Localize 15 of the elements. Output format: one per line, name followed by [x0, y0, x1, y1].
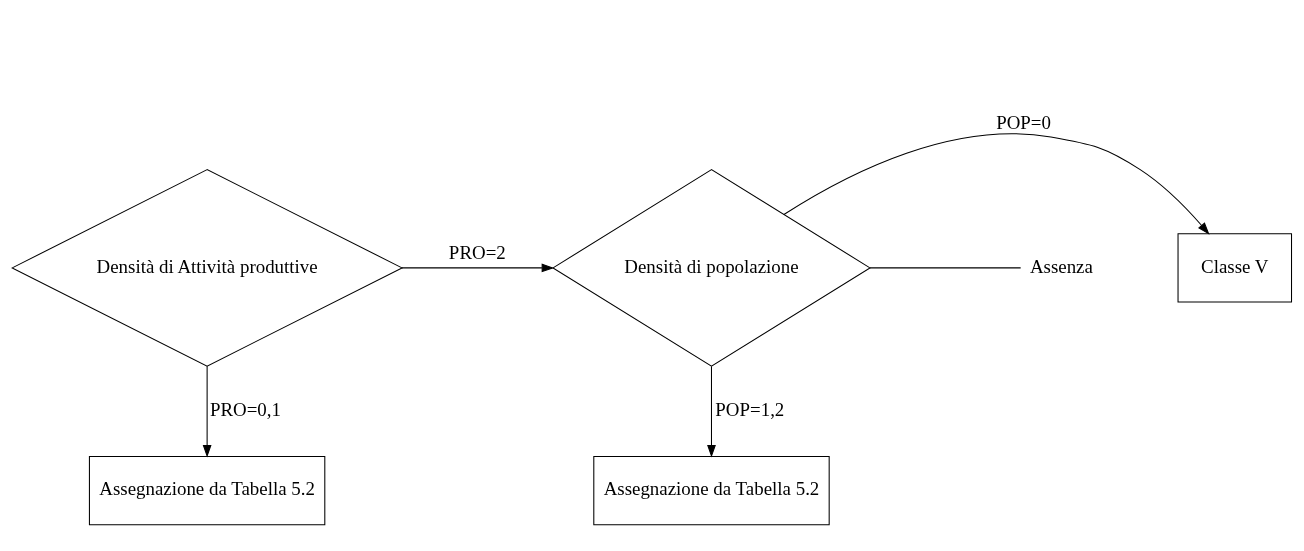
- node-diamond: Densità di popolazione: [552, 169, 871, 367]
- arrow: [707, 365, 716, 458]
- edge-label: PRO=0,1: [209, 398, 282, 420]
- connector: [869, 267, 1022, 269]
- arrow: [202, 365, 212, 458]
- edge-label: POP=1,2: [715, 398, 785, 420]
- node-box: Assegnazione da Tabella 5.2: [88, 455, 326, 526]
- edge-label: POP=0: [996, 112, 1051, 134]
- node-diamond: Densità di Attività produttive: [11, 169, 404, 367]
- edge-label: PRO=2: [448, 241, 506, 263]
- node-box: Assegnazione da Tabella 5.2: [593, 455, 830, 526]
- arrow: [401, 263, 555, 273]
- node-text: Assenza: [1029, 255, 1093, 277]
- arrow: [783, 133, 1210, 235]
- node-box: Classe V: [1177, 233, 1293, 303]
